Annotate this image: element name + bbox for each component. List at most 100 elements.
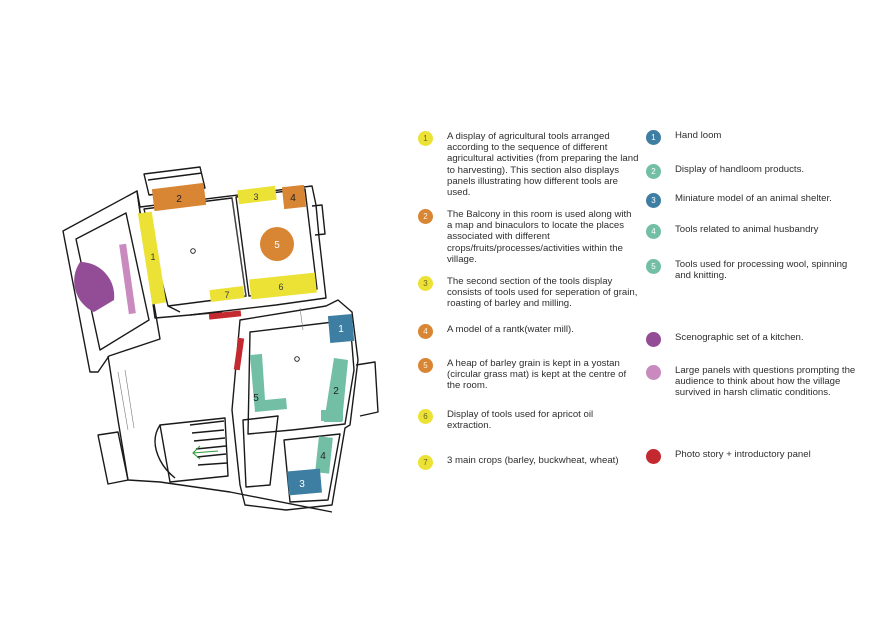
plan-teal-2-label: 2	[333, 386, 339, 397]
legend-right-text-7: Large panels with questions prompting th…	[675, 365, 856, 399]
lower-building-outer	[231, 299, 359, 511]
legend-left-marker-6: 6	[418, 409, 433, 424]
corridor-line-a	[117, 371, 129, 431]
legend-left-marker-5: 5	[418, 358, 433, 373]
legend-left-marker-2-num: 2	[423, 211, 428, 221]
photo-story-bar-2	[233, 337, 245, 371]
questions-panel-marker	[119, 243, 136, 315]
connector-walls	[167, 305, 223, 316]
legend-right-marker-4: 4	[646, 224, 661, 239]
plan-yellow-1	[137, 211, 167, 305]
stair-arrow-shaft	[192, 450, 219, 454]
stair-treads	[189, 420, 228, 466]
legend-right-marker-5: 5	[646, 259, 661, 274]
legend-right-marker-7	[646, 365, 661, 380]
column-marker-2	[294, 356, 300, 362]
legend-right-marker-1: 1	[646, 130, 661, 145]
legend-right-text-4: Tools related to animal husbandry	[675, 224, 819, 235]
legend-left-marker-2: 2	[418, 209, 433, 224]
legend-left-text-3: The second section of the tools display …	[447, 276, 638, 310]
room-b	[235, 188, 318, 297]
stair-arrow-head	[192, 445, 201, 460]
plan-orange-4	[281, 184, 307, 210]
plan-fine-lines	[117, 197, 304, 431]
legend-right-marker-2-num: 2	[651, 166, 656, 176]
plan-blue-1	[327, 314, 355, 343]
legend-right-item-2: 2 Display of handloom products.	[646, 164, 860, 179]
floor-plan: 1 2 3 4 5 6 7 1 2 5 4 3	[62, 166, 379, 513]
legend-right-text-3: Miniature model of an animal shelter.	[675, 193, 832, 204]
legend-left-item-5: 5 A heap of barley grain is kept in a yo…	[418, 358, 639, 392]
plan-teal-2	[324, 358, 348, 422]
plan-yellow-6-label: 6	[278, 282, 283, 292]
legend-left-item-1: 1 A display of agricultural tools arrang…	[418, 131, 639, 198]
plan-blue-1-label: 1	[338, 324, 344, 335]
stair-area	[159, 417, 229, 483]
legend-left-item-7: 7 3 main crops (barley, buckwheat, wheat…	[418, 455, 639, 470]
column-marker-1	[190, 248, 196, 254]
legend-left-marker-3-num: 3	[423, 278, 428, 288]
upper-building-outer	[136, 185, 327, 319]
stair-curve	[154, 424, 176, 479]
legend-right-item-6: Scenographic set of a kitchen.	[646, 332, 860, 347]
legend-right-marker-5-num: 5	[651, 261, 656, 271]
legend-left-text-2: The Balcony in this room is used along w…	[447, 209, 632, 265]
plan-teal-5	[250, 354, 287, 412]
legend-left-marker-7: 7	[418, 455, 433, 470]
legend-left-marker-1-num: 1	[423, 133, 428, 143]
plan-teal-4-label: 4	[320, 451, 326, 462]
right-jamb	[311, 204, 326, 236]
legend-right-item-5: 5 Tools used for processing wool, spinni…	[646, 259, 860, 281]
legend-right-item-1: 1 Hand loom	[646, 130, 860, 145]
legend-right-marker-3: 3	[646, 193, 661, 208]
legend-left-item-2: 2 The Balcony in this room is used along…	[418, 209, 639, 265]
plan-orange-2	[151, 182, 207, 212]
legend-right-marker-6	[646, 332, 661, 347]
room-e	[242, 415, 279, 488]
lower-left-block	[97, 431, 129, 485]
plan-teal-5-label: 5	[253, 393, 259, 404]
legend-right-item-4: 4 Tools related to animal husbandry	[646, 224, 860, 239]
legend-right-marker-2: 2	[646, 164, 661, 179]
legend-left-marker-1: 1	[418, 131, 433, 146]
plan-orange-5-label: 5	[274, 240, 280, 251]
legend-right-marker-1-num: 1	[651, 132, 656, 142]
legend-left-marker-3: 3	[418, 276, 433, 291]
balcony-rail	[147, 172, 203, 181]
plan-yellow-3	[237, 185, 277, 205]
legend-left-marker-4: 4	[418, 324, 433, 339]
legend-right-marker-8	[646, 449, 661, 464]
plan-blue-3	[287, 468, 322, 496]
legend-right-item-3: 3 Miniature model of an animal shelter.	[646, 193, 860, 208]
plan-orange-4-label: 4	[290, 193, 296, 204]
plan-orange-5	[260, 227, 294, 261]
balcony	[143, 166, 206, 196]
legend-left-text-5: A heap of barley grain is kept in a yost…	[447, 358, 627, 392]
plan-orange-2-label: 2	[176, 194, 182, 205]
left-wing-inner	[75, 212, 150, 351]
legend-right-text-5: Tools used for processing wool, spinning…	[675, 259, 848, 282]
legend-left-text-4: A model of a rantk(water mill).	[447, 324, 574, 335]
legend-left-item-4: 4 A model of a rantk(water mill).	[418, 324, 639, 339]
legend-right-text-6: Scenographic set of a kitchen.	[675, 332, 804, 343]
plan-yellow-7	[209, 285, 245, 303]
corridor-line-b	[124, 369, 135, 429]
plan-yellow-6	[249, 272, 317, 300]
legend-left-marker-5-num: 5	[423, 360, 428, 370]
outer-lower-wall	[107, 355, 333, 513]
legend-left-text-6: Display of tools used for apricot oil ex…	[447, 409, 594, 432]
legend-left-item-3: 3 The second section of the tools displa…	[418, 276, 639, 310]
legend-left-item-6: 6 Display of tools used for apricot oil …	[418, 409, 639, 431]
legend-right-item-8: Photo story + introductory panel	[646, 449, 860, 464]
legend-left-marker-6-num: 6	[423, 411, 428, 421]
legend-left-marker-4-num: 4	[423, 326, 428, 336]
plan-yellow-7-label: 7	[224, 290, 229, 300]
photo-story-bar-1	[208, 310, 242, 320]
right-balcony	[355, 361, 379, 417]
legend-right-item-7: Large panels with questions prompting th…	[646, 365, 860, 399]
plan-yellow-1-label: 1	[150, 252, 155, 262]
room-divider	[231, 197, 247, 297]
legend-left-text-7: 3 main crops (barley, buckwheat, wheat)	[447, 455, 619, 466]
doorway-line	[299, 307, 304, 331]
legend-left-text-1: A display of agricultural tools arranged…	[447, 131, 639, 199]
